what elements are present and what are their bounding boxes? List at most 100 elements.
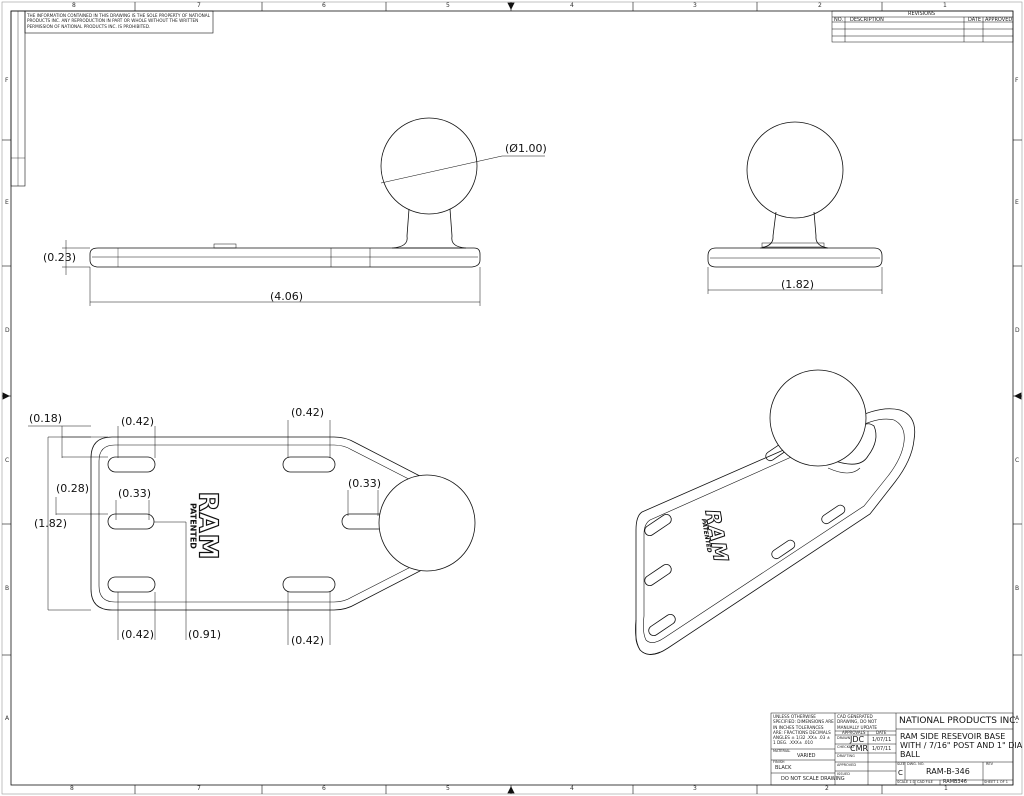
- dim-edge-top-value: 0.18: [33, 412, 58, 425]
- zone-col-2-top: 2: [818, 2, 822, 9]
- ram-logo-top: RAM PATENTED: [189, 491, 224, 561]
- center-mark-right: [1014, 392, 1022, 400]
- material-label: MATERIAL: [773, 749, 791, 753]
- iso-slot: [644, 564, 672, 586]
- plate-outline: [90, 436, 450, 611]
- dim-center-offset: (0.91): [188, 628, 222, 641]
- zone-row-d-left: D: [5, 327, 10, 334]
- dim-slot-mid-left: (0.33): [118, 487, 152, 500]
- zone-row-e-left: E: [5, 199, 9, 206]
- dim-plate-width: (1.82): [34, 517, 68, 530]
- center-mark-top: [507, 2, 515, 10]
- drawn-by: JDC: [850, 735, 865, 744]
- revisions-col-no: NO.: [834, 17, 844, 23]
- revisions-col-description: DESCRIPTION: [850, 17, 884, 23]
- plate-inner-outline: [98, 444, 441, 603]
- dim-ball-diameter: (Ø1.00): [505, 142, 547, 155]
- cad-file-value: RAMB346: [943, 779, 967, 785]
- do-not-scale-note: DO NOT SCALE DRAWING: [781, 776, 845, 782]
- approvals-label: APPROVALS: [842, 730, 866, 735]
- drawing-title-line1: RAM SIDE RESEVOIR BASE: [900, 732, 1006, 741]
- zone-row-b-right: B: [1015, 585, 1020, 592]
- iso-slot: [648, 614, 676, 636]
- top-view: [28, 420, 476, 645]
- slot: [107, 513, 155, 530]
- slot: [107, 456, 156, 473]
- dim-slot-top-mid: (0.42): [291, 406, 325, 419]
- iso-plate-inner: [643, 418, 905, 643]
- dim-side-width-value: 1.82: [785, 278, 810, 291]
- sheet-border-inner: [10, 10, 1014, 786]
- ball-dia-leader: [380, 155, 503, 184]
- side-ball: [746, 121, 844, 219]
- scale-label: SCALE 1:1: [897, 780, 915, 784]
- slot: [282, 576, 336, 593]
- zone-col-6-bottom: 6: [322, 785, 326, 792]
- company-name: NATIONAL PRODUCTS INC.: [899, 716, 1019, 726]
- zone-row-c-left: C: [5, 457, 10, 464]
- dim-slot-mid-right: (0.33): [348, 477, 382, 490]
- dim-center-offset-value: 0.91: [192, 628, 217, 641]
- zone-col-2-bottom: 2: [825, 785, 829, 792]
- zone-col-4-bottom: 4: [570, 785, 574, 792]
- dim-slot-top-left: (0.42): [121, 415, 155, 428]
- zone-col-5-bottom: 5: [446, 785, 450, 792]
- front-ball: [380, 117, 478, 215]
- drawn-label: DRAWN: [837, 736, 851, 740]
- drawing-title-line2: WITH / 7/16" POST AND 1" DIA: [900, 741, 1023, 750]
- iso-slot: [771, 539, 796, 560]
- checked-label: CHECKED: [837, 745, 854, 749]
- zone-row-c-right: C: [1015, 457, 1020, 464]
- revisions-table: [831, 10, 1014, 43]
- drafting-label: DRAFTING: [837, 754, 855, 758]
- iso-ball: [769, 369, 867, 467]
- finish-value: BLACK: [775, 765, 792, 771]
- approved-label: APPROVED: [837, 763, 857, 767]
- zone-col-7-top: 7: [197, 2, 201, 9]
- tolerances-note: UNLESS OTHERWISE SPECIFIED: DIMENSIONS A…: [773, 714, 834, 746]
- checked-date: 1/07/11: [872, 746, 892, 752]
- zone-col-5-top: 5: [446, 2, 450, 9]
- dim-slot-bottom-mid-value: 0.42: [295, 634, 320, 647]
- dim-slot-mid-left-value: 0.33: [122, 487, 147, 500]
- title-block-grid: [770, 712, 1014, 786]
- checked-by: CMR: [850, 744, 869, 753]
- zone-col-7-bottom: 7: [197, 785, 201, 792]
- sheet-number: SHEET 1 OF 1: [984, 780, 1008, 784]
- dim-base-height: (0.23): [43, 251, 77, 264]
- dim-base-height-value: 0.23: [47, 251, 72, 264]
- cad-file-label: CAD FILE: [917, 780, 933, 784]
- front-post: [391, 208, 467, 249]
- zone-row-f-right: F: [1015, 77, 1019, 84]
- side-view: [707, 121, 883, 294]
- zone-col-1-bottom: 1: [944, 785, 948, 792]
- zone-row-a-left: A: [5, 715, 10, 722]
- zone-col-3-top: 3: [693, 2, 697, 9]
- zone-col-3-bottom: 3: [693, 785, 697, 792]
- iso-slot: [644, 514, 672, 536]
- ownership-notice: THE INFORMATION CONTAINED IN THIS DRAWIN…: [27, 13, 210, 29]
- material-value: VARIED: [797, 753, 816, 759]
- zone-row-d-right: D: [1015, 327, 1020, 334]
- zone-col-4-top: 4: [570, 2, 574, 9]
- drawing-title-line3: BALL: [900, 750, 920, 759]
- finish-label: FINISH: [773, 760, 785, 764]
- revisions-col-date: DATE: [968, 17, 982, 23]
- dwg-no-value: RAM-B-346: [926, 767, 970, 776]
- ram-logo-brand: RAM: [192, 491, 223, 561]
- slot: [107, 576, 156, 593]
- dim-base-length: (4.06): [270, 290, 304, 303]
- dim-base-length-value: 4.06: [274, 290, 299, 303]
- dim-slot-top-mid-value: 0.42: [295, 406, 320, 419]
- top-ball: [378, 474, 476, 572]
- rev-label: REV: [986, 762, 994, 766]
- drawn-date: 1/07/11: [872, 737, 892, 743]
- dim-edge-top: (0.18): [29, 412, 63, 425]
- notice-box: [24, 10, 214, 34]
- center-mark-left: [2, 392, 10, 400]
- dim-ball-diameter-value: Ø1.00: [509, 142, 543, 155]
- slot: [282, 456, 336, 473]
- center-mark-bottom: [507, 786, 515, 794]
- dim-slot-mid-right-value: 0.33: [352, 477, 377, 490]
